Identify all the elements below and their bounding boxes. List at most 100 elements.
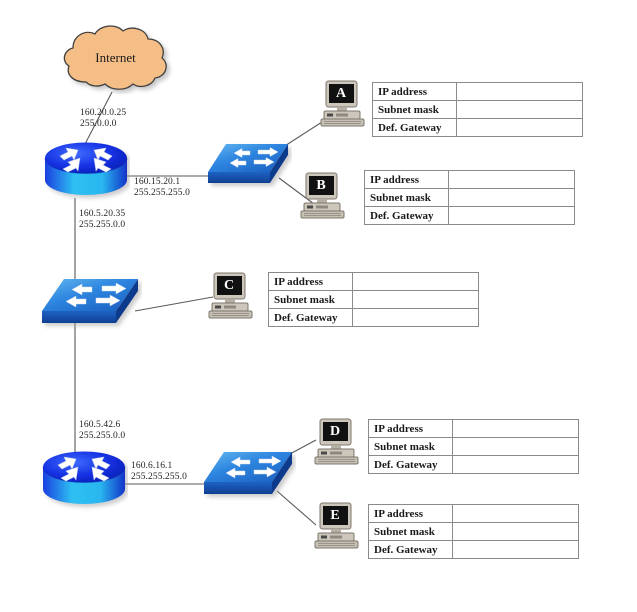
label-bottom-router-trunk-mask: 255.255.0.0: [79, 431, 126, 441]
switch-arrow-right-1: [101, 282, 127, 295]
host-e-pc[interactable]: E: [314, 502, 360, 550]
host-e-row-label-gw: Def. Gateway: [368, 540, 453, 559]
switch-icon: [204, 452, 292, 494]
switch-arrow-right-1: [258, 455, 282, 467]
switch-arrow-right-2: [95, 294, 121, 307]
host-c-row-label-mask: Subnet mask: [268, 290, 353, 309]
table-row: Subnet mask: [268, 290, 479, 309]
host-a-row-value-ip[interactable]: [456, 82, 583, 101]
host-a-row-value-gw[interactable]: [456, 118, 583, 137]
host-b-row-value-mask[interactable]: [448, 188, 575, 207]
router-arrow-nw: [59, 147, 79, 161]
router-arrow-sw: [62, 157, 81, 173]
router-icon: [44, 142, 128, 195]
host-c-row-value-gw[interactable]: [352, 308, 479, 327]
computer-icon: [314, 502, 359, 549]
switch-arrow-left-1: [233, 148, 251, 158]
switch-arrow-left-2: [65, 295, 87, 308]
host-b-pc[interactable]: B: [300, 172, 346, 220]
host-d-row-value-mask[interactable]: [452, 437, 579, 456]
table-row: IP address: [364, 170, 575, 189]
table-row: Subnet mask: [368, 522, 579, 541]
cloud-icon: [63, 25, 167, 90]
label-top-router-lan-mask: 255.255.255.0: [134, 188, 190, 198]
label-bottom-router-trunk-ip: 160.5.42.6: [79, 420, 121, 430]
computer-icon: [208, 272, 253, 319]
host-d-pc[interactable]: D: [314, 418, 360, 466]
switch-arrow-left-2: [225, 467, 246, 479]
table-row: Subnet mask: [372, 100, 583, 119]
table-row: Def. Gateway: [364, 206, 575, 225]
table-row: Def. Gateway: [372, 118, 583, 137]
label-top-router-lan-ip: 160.15.20.1: [134, 177, 181, 187]
table-row: IP address: [368, 504, 579, 523]
host-b-row-label-ip: IP address: [364, 170, 449, 189]
host-e-row-label-mask: Subnet mask: [368, 522, 453, 541]
host-b-row-value-ip[interactable]: [448, 170, 575, 189]
host-a-row-value-mask[interactable]: [456, 100, 583, 119]
switch-top[interactable]: [206, 140, 292, 192]
internet-cloud: Internet: [58, 22, 173, 94]
switch-icon: [42, 279, 138, 323]
host-b-row-label-mask: Subnet mask: [364, 188, 449, 207]
switch-arrow-right-2: [253, 466, 277, 478]
router-arrow-se: [93, 157, 112, 173]
label-top-router-trunk-ip: 160.5.20.35: [79, 209, 126, 219]
host-d-row-label-ip: IP address: [368, 419, 453, 438]
table-row: Subnet mask: [368, 437, 579, 456]
host-c-row-value-ip[interactable]: [352, 272, 479, 291]
label-bottom-router-lan-ip: 160.6.16.1: [131, 461, 173, 471]
switch-arrow-left-1: [230, 456, 251, 468]
router-arrow-nw: [57, 456, 77, 470]
link-middle-switch-to-host-c: [134, 296, 214, 312]
label-internet-uplink-ip: 160.20.0.25: [80, 108, 127, 118]
label-top-router-lan: 160.15.20.1 255.255.255.0: [134, 177, 190, 199]
host-a-row-label-ip: IP address: [372, 82, 457, 101]
computer-icon: [314, 418, 359, 465]
table-row: Subnet mask: [364, 188, 575, 207]
host-b-config-table: IP address Subnet mask Def. Gateway: [364, 170, 575, 225]
host-a-pc[interactable]: A: [320, 80, 366, 128]
host-b-row-value-gw[interactable]: [448, 206, 575, 225]
table-row: Def. Gateway: [368, 455, 579, 474]
host-d-row-value-gw[interactable]: [452, 455, 579, 474]
switch-arrow-left-1: [71, 283, 93, 296]
table-row: IP address: [368, 419, 579, 438]
switch-bottom[interactable]: [202, 448, 296, 504]
computer-icon: [300, 172, 345, 219]
table-row: IP address: [372, 82, 583, 101]
router-top[interactable]: [42, 136, 130, 206]
label-bottom-router-lan: 160.6.16.1 255.255.255.0: [131, 461, 187, 483]
switch-middle[interactable]: [40, 275, 142, 333]
label-bottom-router-trunk: 160.5.42.6 255.255.0.0: [79, 420, 125, 442]
host-d-row-value-ip[interactable]: [452, 419, 579, 438]
host-a-row-label-mask: Subnet mask: [372, 100, 457, 119]
router-icon: [42, 451, 126, 504]
host-c-pc[interactable]: C: [208, 272, 254, 320]
host-a-row-label-gw: Def. Gateway: [372, 118, 457, 137]
host-b-row-label-gw: Def. Gateway: [364, 206, 449, 225]
host-d-config-table: IP address Subnet mask Def. Gateway: [368, 419, 579, 474]
label-top-router-trunk-mask: 255.255.0.0: [79, 220, 126, 230]
host-e-row-value-mask[interactable]: [452, 522, 579, 541]
host-c-row-value-mask[interactable]: [352, 290, 479, 309]
table-row: IP address: [268, 272, 479, 291]
host-c-row-label-gw: Def. Gateway: [268, 308, 353, 327]
host-e-row-label-ip: IP address: [368, 504, 453, 523]
router-bottom[interactable]: [40, 445, 128, 515]
host-d-row-label-mask: Subnet mask: [368, 437, 453, 456]
computer-icon: [320, 80, 365, 127]
label-internet-uplink: 160.20.0.25 255.0.0.0: [80, 108, 126, 130]
host-e-row-value-ip[interactable]: [452, 504, 579, 523]
table-row: Def. Gateway: [368, 540, 579, 559]
host-c-row-label-ip: IP address: [268, 272, 353, 291]
router-arrow-sw: [60, 466, 79, 482]
label-top-router-trunk: 160.5.20.35 255.255.0.0: [79, 209, 125, 231]
label-bottom-router-lan-mask: 255.255.255.0: [131, 472, 187, 482]
host-e-config-table: IP address Subnet mask Def. Gateway: [368, 504, 579, 559]
host-e-row-value-gw[interactable]: [452, 540, 579, 559]
switch-icon: [208, 144, 288, 183]
label-internet-uplink-mask: 255.0.0.0: [80, 119, 117, 129]
switch-arrow-left-2: [229, 158, 247, 168]
